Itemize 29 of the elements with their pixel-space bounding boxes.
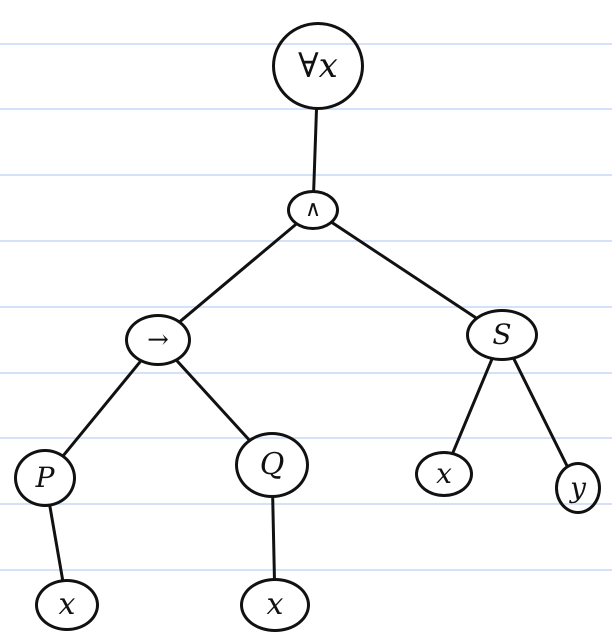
node-symbol: x xyxy=(436,460,452,488)
node-symbol: ∀x xyxy=(298,49,338,83)
tree-node-circle xyxy=(466,309,538,361)
tree-node-circle xyxy=(14,449,76,507)
node-symbol: P xyxy=(36,464,54,492)
connector-line xyxy=(176,360,250,441)
tree-node-circle xyxy=(415,451,473,497)
connector-line xyxy=(452,358,494,454)
node-symbol: Q xyxy=(260,450,284,480)
tree-node-circle xyxy=(35,579,99,631)
tree-node-circle xyxy=(125,314,191,366)
connector-line xyxy=(312,108,318,192)
connector-line xyxy=(512,358,568,467)
tree-node-circle xyxy=(287,190,339,230)
node-symbol: y xyxy=(570,474,586,502)
node-symbol: S xyxy=(492,321,512,349)
node-symbol: → xyxy=(147,327,169,353)
connector-line xyxy=(62,360,142,456)
node-symbol: ∧ xyxy=(304,199,322,221)
connector-line xyxy=(331,222,477,319)
connector-line xyxy=(179,223,297,323)
tree-node-circle xyxy=(272,22,364,110)
tree-node-circle xyxy=(240,578,310,632)
tree-node-circle xyxy=(555,462,601,514)
connector-line xyxy=(48,505,64,581)
connector-line xyxy=(271,496,276,580)
tree-node-circle xyxy=(235,432,309,498)
node-symbol: x xyxy=(58,590,76,620)
node-symbol: x xyxy=(266,590,284,620)
